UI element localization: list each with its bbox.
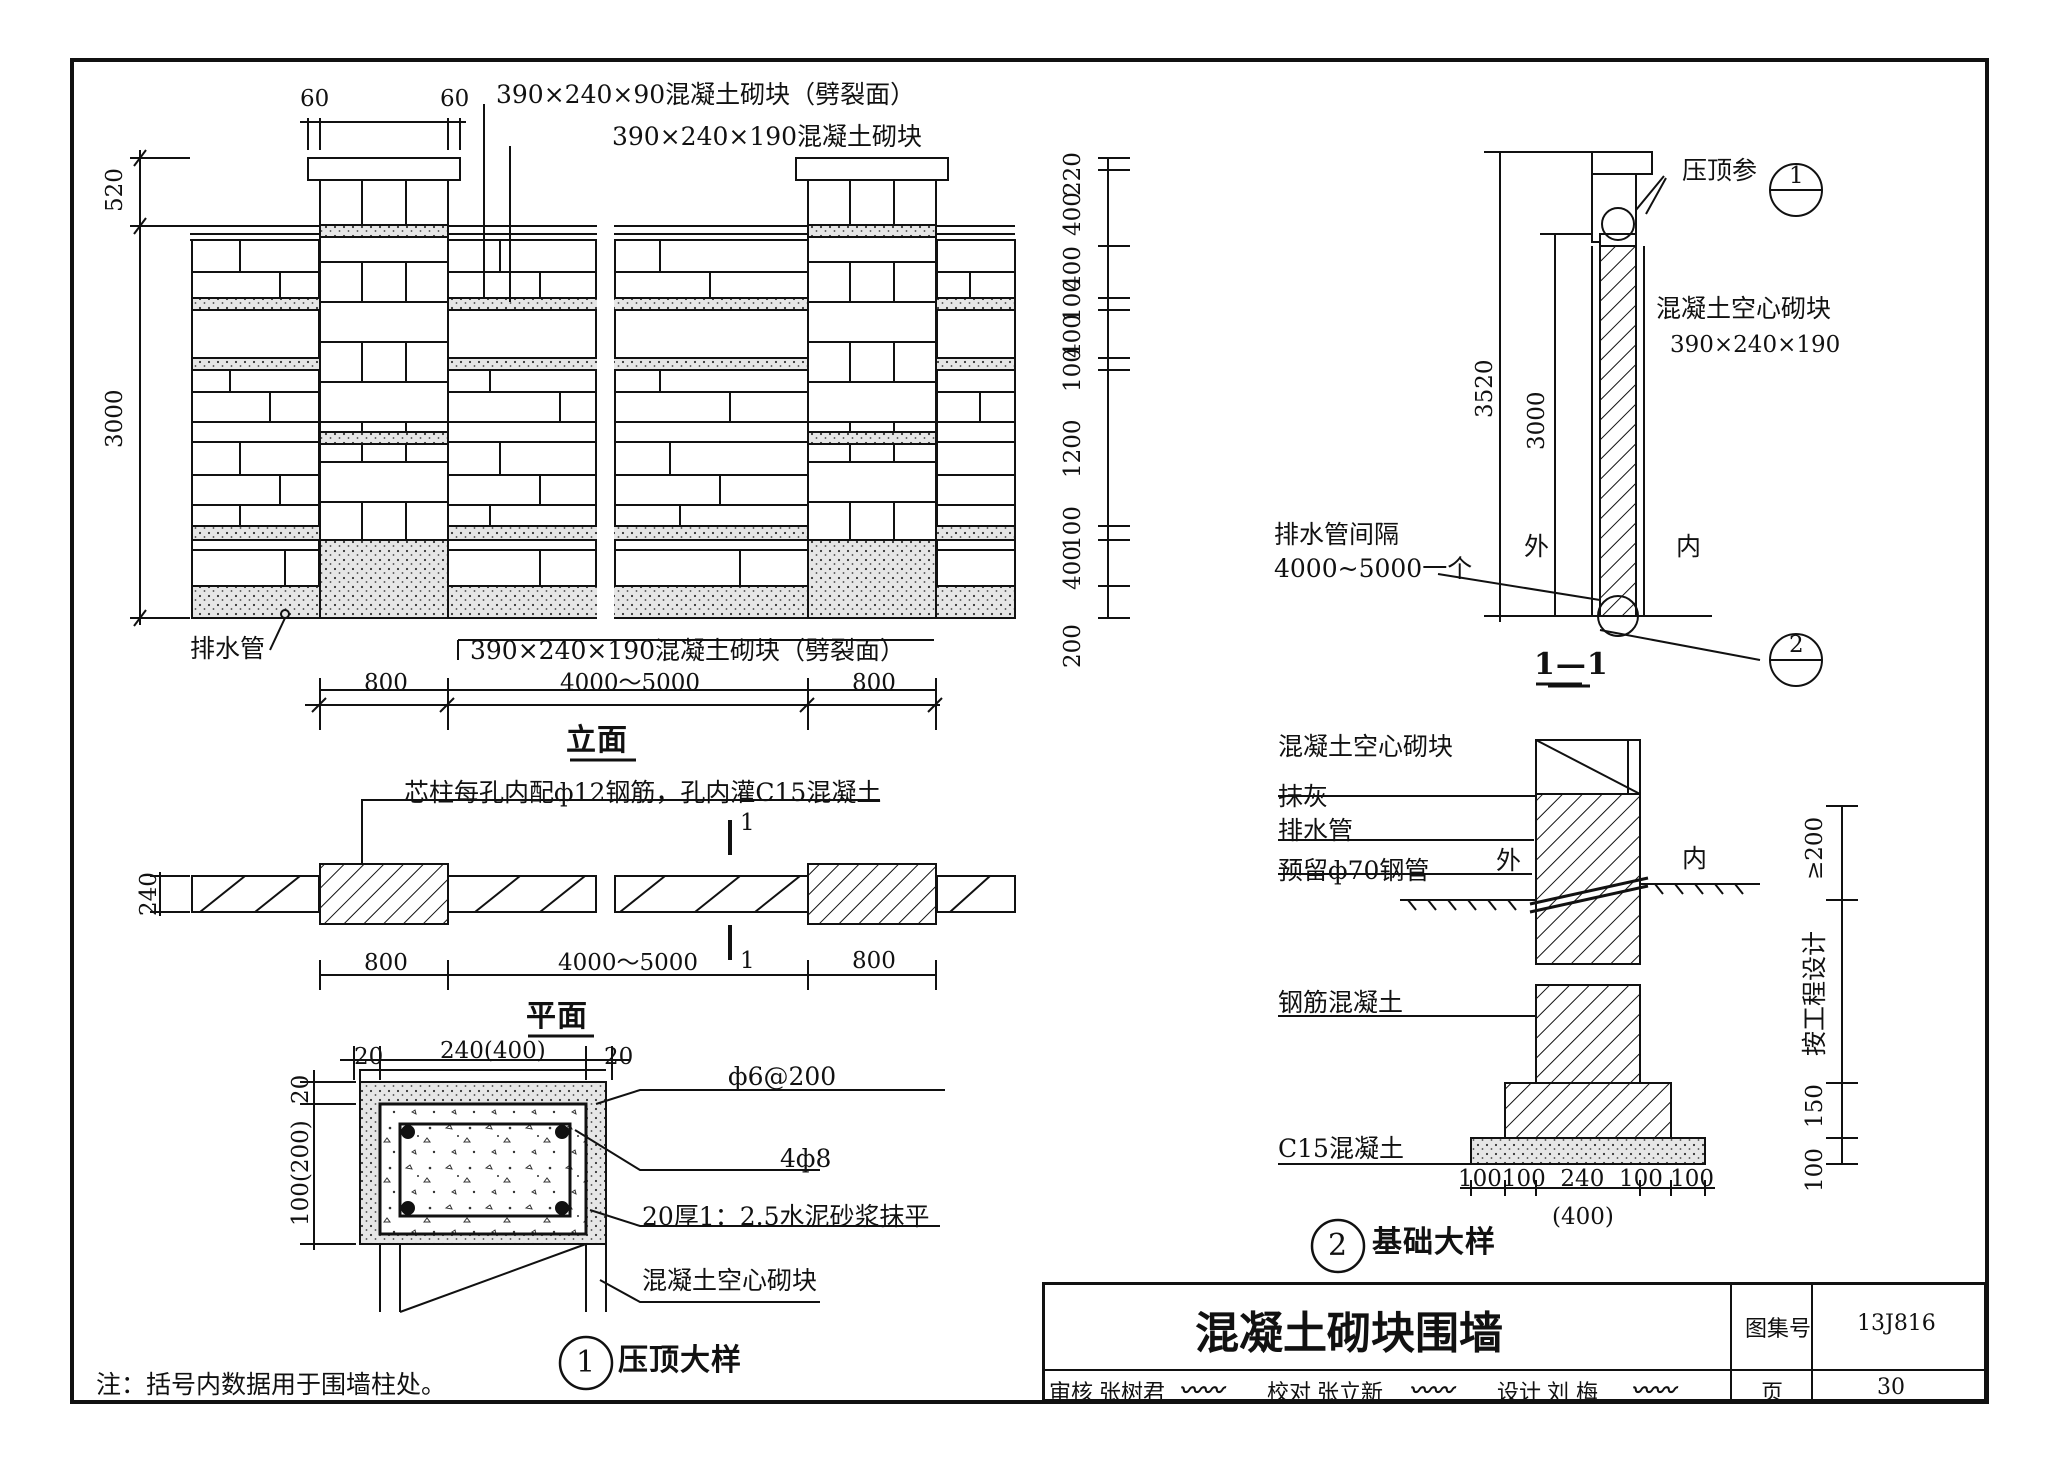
sheet-frame	[70, 58, 1989, 1404]
page-value: 30	[1877, 1375, 1905, 1400]
elevation-drawing	[130, 104, 1130, 730]
dim-60-right: 60	[440, 86, 470, 112]
d2-label-inside: 内	[1682, 844, 1708, 873]
right-pillar	[795, 157, 949, 619]
d1-dim-20b: 20	[604, 1044, 634, 1070]
checker-signature: 〰〰	[1409, 1378, 1454, 1404]
d2-label-c15: C15混凝土	[1278, 1134, 1404, 1163]
d2-dim-150: 150	[1802, 1084, 1828, 1128]
label-core-column-note: 芯柱每孔内配ф12钢筋，孔内灌C15混凝土	[404, 778, 882, 807]
d1-label-hollow-block: 混凝土空心砌块	[642, 1266, 818, 1295]
elev-dim-800-right: 800	[852, 670, 896, 696]
design-label: 设计	[1497, 1381, 1542, 1406]
d2-bottom-dims: 100100 240 100 100	[1458, 1166, 1715, 1192]
elev-dim-4000-5000: 4000～5000	[560, 670, 701, 696]
d2-label-plaster: 抹灰	[1278, 782, 1329, 811]
section-caption: 1—1	[1534, 647, 1609, 682]
check-label: 校对	[1267, 1381, 1312, 1406]
section-mark-top: 1	[740, 810, 755, 836]
d1-dim-240: 240(400)	[440, 1038, 546, 1064]
plan-dim-4000-5000: 4000～5000	[558, 950, 699, 976]
d1-dim-20c: 20	[288, 1074, 314, 1104]
note-text: 注：括号内数据用于围墙柱处。	[96, 1370, 447, 1399]
section-label-outside: 外	[1524, 532, 1550, 561]
detail-2-caption: 基础大样	[1372, 1225, 1496, 1260]
reviewer-name: 张树君	[1099, 1381, 1166, 1406]
designer-name: 刘 梅	[1547, 1381, 1598, 1406]
plan-dim-800-right: 800	[852, 948, 896, 974]
detail-1-number-circle	[558, 1335, 614, 1391]
d2-dim-min-200: ≥200	[1802, 816, 1828, 880]
plan-drawing	[150, 799, 1016, 990]
elevation-caption: 立面	[566, 723, 628, 758]
d2-label-hollow-block: 混凝土空心砌块	[1278, 732, 1454, 761]
d2-dim-by-design: 按工程设计	[1800, 930, 1829, 1056]
label-drain-spacing: 排水管间隔	[1274, 520, 1400, 549]
d2-dim-400: (400)	[1552, 1204, 1614, 1230]
checker-name: 张立新	[1317, 1381, 1384, 1406]
label-drain-pipe: 排水管	[190, 634, 266, 663]
plan-dim-800-left: 800	[364, 950, 408, 976]
label-split-block: 390×240×190混凝土砌块（劈裂面）	[470, 636, 906, 665]
d2-dim-100: 100	[1802, 1148, 1828, 1192]
label-drain-spacing-value: 4000~5000一个	[1274, 554, 1473, 583]
d1-dim-100: 100(200)	[288, 1120, 314, 1226]
elev-dim-1200: 1200	[1060, 419, 1086, 478]
detail-2-number-circle	[1310, 1218, 1366, 1274]
d2-label-drain: 排水管	[1278, 816, 1354, 845]
elev-dim-400d: 400	[1060, 546, 1086, 590]
plan-pillar-right	[807, 863, 937, 925]
d1-dim-20a: 20	[354, 1044, 384, 1070]
label-hollow-block: 混凝土空心砌块	[1656, 294, 1832, 323]
page-label: 页	[1761, 1381, 1784, 1406]
reviewer-signature: 〰〰	[1179, 1378, 1224, 1404]
section-dim-3520: 3520	[1472, 359, 1498, 418]
ref-num-2: 2	[1789, 632, 1804, 658]
label-stirrup: ф6@200	[728, 1062, 837, 1091]
plan-pillar-left	[319, 863, 449, 925]
drawing-title: 混凝土砌块围墙	[1195, 1308, 1503, 1359]
label-wall-block: 390×240×190混凝土砌块	[612, 122, 923, 151]
designer-signature: 〰〰	[1631, 1378, 1676, 1404]
elev-dim-200: 200	[1060, 624, 1086, 668]
d2-label-outside: 外	[1496, 846, 1522, 875]
label-cap-block: 390×240×90混凝土砌块（劈裂面）	[496, 80, 916, 109]
dim-60-left: 60	[300, 86, 330, 112]
elev-dim-400a: 400	[1060, 192, 1086, 236]
set-number-value: 13J816	[1857, 1311, 1936, 1336]
plan-dim-240: 240	[136, 872, 162, 916]
detail-1-cap-drawing	[300, 1046, 945, 1313]
review-label: 审核	[1049, 1381, 1094, 1406]
section-mark-bottom: 1	[740, 948, 755, 974]
plan-caption: 平面	[526, 999, 588, 1034]
label-hollow-block-size: 390×240×190	[1670, 332, 1841, 358]
elev-dim-100c: 100	[1060, 506, 1086, 550]
detail-2-foundation-drawing	[1278, 739, 1858, 1196]
title-block: 混凝土砌块围墙 图集号 13J816 审核 张树君 〰〰 校对 张立新 〰〰 设…	[1042, 1282, 1987, 1406]
ref-num-1: 1	[1789, 163, 1804, 189]
left-pillar	[307, 157, 461, 619]
detail-1-caption: 压顶大样	[618, 1343, 742, 1378]
elev-dim-800-left: 800	[364, 670, 408, 696]
d2-label-rc: 钢筋混凝土	[1278, 988, 1404, 1017]
set-number-label: 图集号	[1745, 1317, 1812, 1342]
elev-dim-100b: 100	[1060, 348, 1086, 392]
dim-520: 520	[102, 168, 128, 212]
detail-2-number: 2	[1328, 1228, 1349, 1263]
detail-1-number: 1	[576, 1345, 597, 1380]
d2-label-pipe: 预留ф70钢管	[1278, 856, 1430, 885]
section-dim-3000: 3000	[1524, 391, 1550, 450]
dim-3000: 3000	[102, 389, 128, 448]
section-label-inside: 内	[1676, 532, 1702, 561]
label-mortar: 20厚1：2.5水泥砂浆抹平	[642, 1202, 930, 1231]
label-cap-reference: 压顶参	[1682, 156, 1758, 185]
section-1-1-drawing	[1437, 151, 1823, 687]
elev-dim-220: 220	[1060, 152, 1086, 196]
label-rebar: 4ф8	[780, 1144, 832, 1173]
